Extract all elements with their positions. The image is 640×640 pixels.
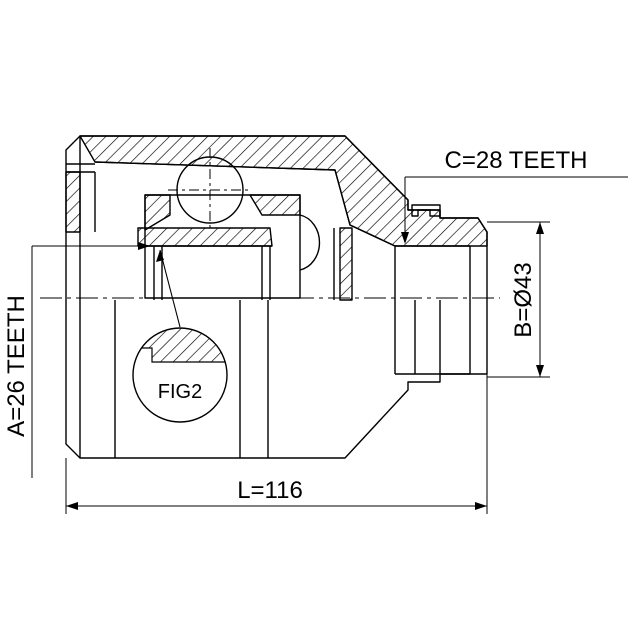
- housing-outline: [65, 135, 488, 459]
- bell-cavity: [94, 161, 396, 247]
- dim-c-arrow: [401, 232, 409, 244]
- fig2-callout: FIG2: [132, 327, 228, 423]
- dim-a-label: A=26 TEETH: [3, 295, 30, 437]
- fig2-label: FIG2: [158, 381, 202, 403]
- dim-l-label: L=116: [237, 477, 303, 504]
- dim-a-arrow: [138, 242, 150, 250]
- stem-circlip: [411, 204, 441, 217]
- fig2-leader: [159, 249, 181, 328]
- dim-l-arrow-right: [475, 502, 487, 510]
- tripod-arm-hatch: [249, 194, 301, 216]
- dim-c-label: C=28 TEETH: [445, 147, 588, 174]
- dim-b-label: B=Ø43: [510, 262, 537, 337]
- mouth-recess: [65, 171, 81, 233]
- tripod-hub-hatch: [144, 194, 171, 231]
- dim-l-arrow-left: [66, 502, 78, 510]
- dim-b-arrow-bottom: [536, 365, 544, 377]
- dim-b-arrow-top: [536, 222, 544, 234]
- fig2-leader-arrow: [156, 250, 164, 262]
- inner-hub-hatch: [137, 227, 273, 247]
- retaining-ring: [339, 227, 353, 301]
- lower-roller: [299, 214, 321, 271]
